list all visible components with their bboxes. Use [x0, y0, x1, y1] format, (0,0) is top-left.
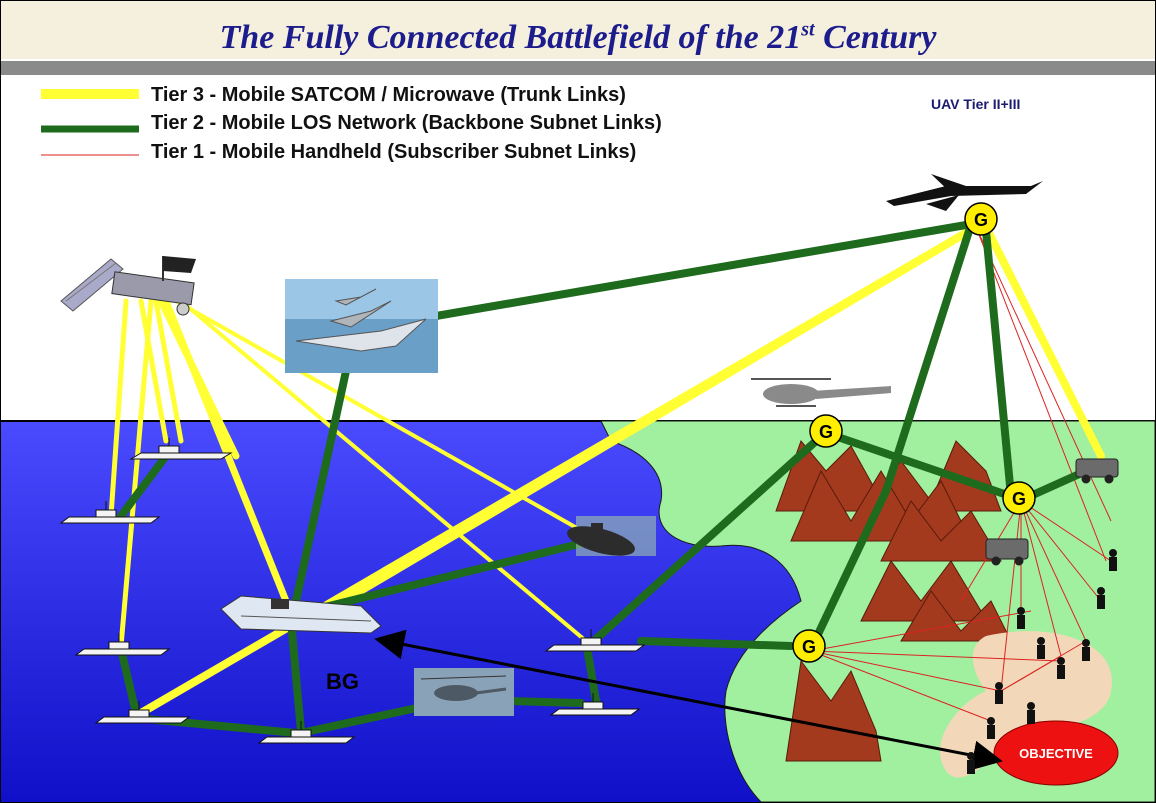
- soldier-icon: [987, 717, 995, 739]
- helicopter-photo-icon: [414, 668, 514, 716]
- legend: Tier 3 - Mobile SATCOM / Microwave (Trun…: [41, 84, 662, 163]
- uav-label: UAV Tier II+III: [931, 96, 1020, 112]
- carrier-icon: [220, 595, 382, 634]
- humvee-icons: [985, 458, 1119, 566]
- submarine-icon: [567, 516, 656, 556]
- gateway-node-ridge: G: [809, 414, 843, 448]
- gateway-label: G: [802, 637, 816, 657]
- ship-icon: [544, 629, 646, 652]
- soldier-icon: [1027, 702, 1035, 724]
- gateway-label: G: [974, 210, 988, 230]
- soldier-icon: [1082, 639, 1090, 661]
- title-main: The Fully Connected Battlefield of the 2…: [219, 19, 802, 57]
- soldier-icon: [1057, 657, 1065, 679]
- legend-label-tier2: Tier 2 - Mobile LOS Network (Backbone Su…: [151, 112, 662, 134]
- title-bar: The Fully Connected Battlefield of the 2…: [1, 1, 1155, 59]
- soldier-icon: [967, 752, 975, 774]
- humvee-icon: [1075, 458, 1119, 484]
- bg-label: BG: [326, 669, 359, 694]
- soldier-icon: [995, 682, 1003, 704]
- legend-label-tier1: Tier 1 - Mobile Handheld (Subscriber Sub…: [151, 141, 636, 163]
- gateway-node-uav: G: [964, 202, 998, 236]
- soldier-icons: [967, 549, 1117, 774]
- legend-label-tier3: Tier 3 - Mobile SATCOM / Microwave (Trun…: [151, 84, 626, 106]
- gateway-node-east: G: [1002, 481, 1036, 515]
- satellite-icon: [60, 256, 196, 316]
- humvee-icon: [985, 538, 1029, 566]
- ship-icon: [74, 633, 171, 656]
- slide-title: The Fully Connected Battlefield of the 2…: [220, 19, 937, 56]
- ship-icon: [549, 693, 641, 716]
- jet-formation-icon: [285, 279, 438, 373]
- soldier-icon: [1097, 587, 1105, 609]
- gateway-label: G: [819, 422, 833, 442]
- uav-icon: [886, 174, 1043, 211]
- ship-icon: [59, 501, 161, 524]
- objective-label: OBJECTIVE: [1019, 746, 1093, 761]
- bg-objective-arrow: [374, 629, 1003, 771]
- ship-icon: [129, 438, 233, 460]
- title-divider: [1, 61, 1155, 75]
- gateway-label: G: [1012, 489, 1026, 509]
- title-suffix: Century: [814, 19, 937, 57]
- gateway-node-coast: G: [792, 629, 826, 663]
- tier2-links: [117, 221, 1090, 737]
- ship-icon: [94, 701, 191, 724]
- soldier-icon: [1109, 549, 1117, 571]
- ship-icons: [59, 438, 646, 744]
- title-superscript: st: [801, 19, 815, 41]
- tier3-links: [108, 223, 1105, 717]
- soldier-icon: [1037, 637, 1045, 659]
- soldier-icon: [1017, 607, 1025, 629]
- ship-icon: [257, 721, 356, 744]
- helicopter-icon: [751, 378, 891, 407]
